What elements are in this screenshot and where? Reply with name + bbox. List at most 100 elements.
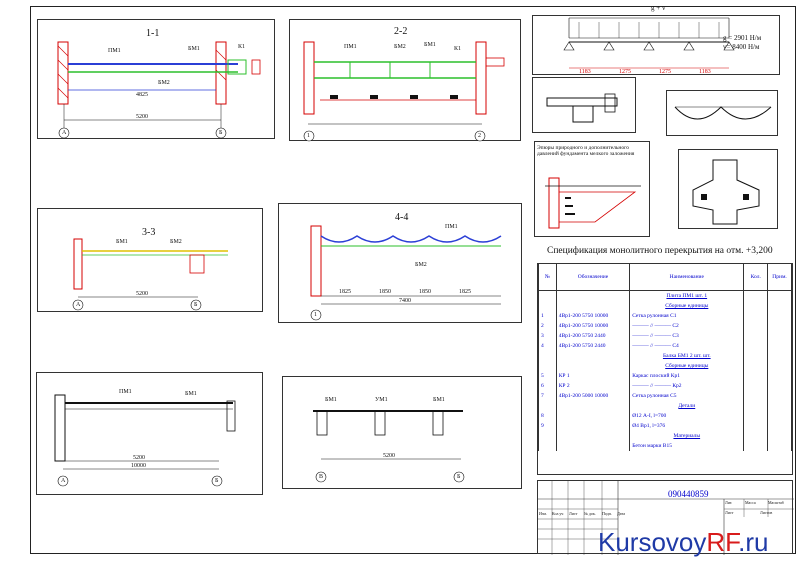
spec-cell-name: Материалы: [629, 431, 745, 441]
spec-cell-name: Каркас плоский Кр1: [629, 371, 745, 381]
spec-cell-note: [767, 341, 792, 351]
spec-cell-code: [555, 301, 631, 311]
spec-cell-pos: [538, 351, 557, 361]
beam-section-drawing: [546, 93, 618, 123]
label-bm1-left: БМ1: [325, 397, 337, 403]
label-bm1: БМ1: [185, 391, 197, 397]
spec-cell-name: Ø12 А-I, l=700: [629, 411, 745, 421]
spec-cell-pos: [538, 441, 557, 451]
detail-node-panel: [678, 149, 778, 229]
section-2-2-panel: 2-2 ПМ1 БМ2 БМ1 К1 1 2: [289, 19, 521, 142]
spec-cell-note: [767, 421, 792, 431]
axis-b: Б: [194, 302, 198, 308]
spec-cell-code: КР 1: [555, 371, 631, 381]
label-bm1: БМ1: [116, 239, 128, 245]
section-beam-long-drawing: [54, 394, 236, 487]
stamp-cell: Масштаб: [768, 500, 784, 505]
axis-a: А: [62, 130, 67, 136]
spec-cell-name: Ø4 Вр1, l=376: [629, 421, 745, 431]
spec-cell-qty: [743, 401, 769, 411]
spec-cell-note: [767, 290, 792, 301]
label-k1: К1: [454, 46, 462, 52]
stamp-cell: Дата: [617, 511, 625, 516]
dim-5200: 5200: [136, 291, 148, 297]
spec-cell-qty: [743, 331, 769, 341]
spec-cell-name: Сетка рулонная С5: [629, 391, 745, 401]
axis-a: А: [61, 478, 66, 484]
section-title: 1-1: [146, 28, 160, 39]
dim-5200: 5200: [133, 455, 145, 461]
spec-cell-name: Бетон марки В15: [629, 441, 745, 451]
load-g: g = 2901 Н/м: [723, 34, 762, 42]
watermark-logo[interactable]: KursovoyRF.ru: [598, 527, 769, 558]
title-block-grid: [538, 481, 794, 555]
stamp-cell: Кол.уч: [552, 511, 564, 516]
label-bm1-right: БМ1: [433, 397, 445, 403]
spec-cell-qty: [743, 290, 769, 301]
spec-header-cell: Прим.: [767, 264, 792, 291]
dim-2: 1850: [379, 289, 391, 295]
stamp-cell: Масса: [745, 500, 756, 505]
spec-title: Спецификация монолитного перекрытия на о…: [547, 246, 773, 256]
spec-header-cell: Обозначение: [555, 264, 631, 291]
node-drawing: [692, 159, 760, 225]
spec-header-cell: Кол.: [743, 264, 769, 291]
spec-cell-code: [555, 421, 631, 431]
detail-moment-panel: [666, 90, 778, 136]
spec-cell-pos: 3: [538, 331, 557, 341]
spec-cell-name: Плита ПМ1 шт. 1: [629, 290, 745, 301]
spec-cell-code: 4Вр1-200 5750 10000: [555, 311, 631, 321]
watermark-accent: RF: [706, 527, 739, 557]
dim-5200: 5200: [136, 114, 148, 120]
stamp-cell: Изм.: [539, 511, 547, 516]
stamp-cell: № док.: [584, 511, 596, 516]
spec-cell-qty: [743, 371, 769, 381]
spec-cell-pos: [538, 301, 557, 311]
spec-section-row: Материалы: [538, 431, 792, 441]
section-4-4-panel: 4-4 ПМ1 БМ2 1825 1850 1850 1825 7400 1: [278, 203, 522, 323]
dim-4: 1825: [459, 289, 471, 295]
section-beam-long-panel: ПМ1 БМ1 5200 10000 А Б: [36, 372, 263, 495]
spec-cell-note: [767, 351, 792, 361]
spec-cell-note: [767, 301, 792, 311]
spec-cell-qty: [743, 361, 769, 371]
epure-title: Эпюры природного и дополнительного давле…: [537, 145, 635, 157]
label-pm1: ПМ1: [119, 389, 132, 395]
label-bm1: БМ1: [188, 46, 200, 52]
stamp-cell: Подп.: [602, 511, 612, 516]
section-3-3-panel: 3-3 БМ1 БМ2 5200 А Б: [37, 208, 263, 312]
spec-grid: № Обозначение Наименование Кол. Прим. Пл…: [538, 264, 792, 451]
spec-cell-code: [555, 411, 631, 421]
label-um1: УМ1: [375, 397, 388, 403]
label-bm2: БМ2: [415, 262, 427, 268]
label-k1: К1: [238, 44, 246, 50]
label-pm1: ПМ1: [344, 44, 357, 50]
spec-cell-pos: 7: [538, 391, 557, 401]
spec-cell-pos: 8: [538, 411, 557, 421]
span-4: 1183: [699, 69, 711, 75]
section-title: 4-4: [395, 212, 409, 223]
moment-epure-drawing: [674, 106, 772, 120]
spec-cell-qty: [743, 421, 769, 431]
spec-cell-note: [767, 331, 792, 341]
spec-cell-code: [555, 401, 631, 411]
spec-cell-pos: [538, 401, 557, 411]
spec-cell-note: [767, 411, 792, 421]
axis-2: 2: [478, 133, 481, 139]
spec-cell-code: КР 2: [555, 381, 631, 391]
spec-cell-code: [555, 290, 631, 301]
label-bm2: БМ2: [158, 80, 170, 86]
spec-cell-name: Детали: [629, 401, 745, 411]
span-2: 1275: [619, 69, 631, 75]
axis-v: В: [319, 474, 324, 480]
spec-cell-code: [555, 441, 631, 451]
spec-row: Бетон марки В15: [538, 441, 792, 451]
load-scheme-drawing: [563, 17, 735, 69]
spec-cell-code: 4Вр1-200 5750 10000: [555, 321, 631, 331]
